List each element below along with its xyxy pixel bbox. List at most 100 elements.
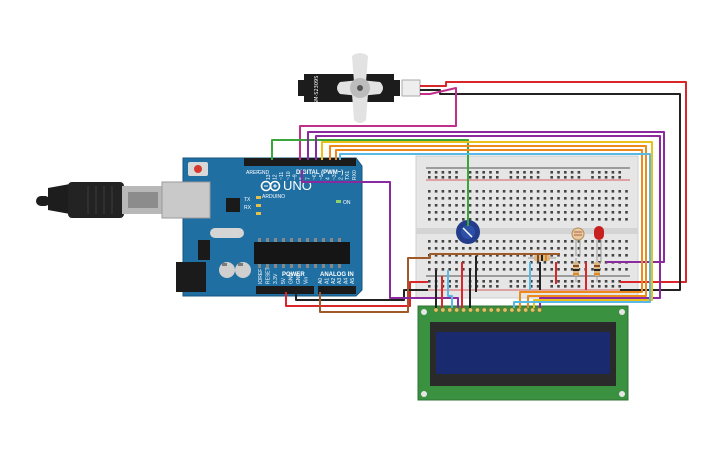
breadboard-hole[interactable] (530, 247, 533, 250)
resistor[interactable] (573, 258, 579, 282)
breadboard-hole[interactable] (523, 247, 526, 250)
breadboard-hole[interactable] (550, 285, 553, 288)
breadboard-hole[interactable] (523, 171, 526, 174)
breadboard-hole[interactable] (434, 197, 438, 200)
breadboard-hole[interactable] (523, 280, 526, 283)
breadboard-hole[interactable] (625, 247, 628, 250)
breadboard-hole[interactable] (604, 204, 608, 207)
breadboard-hole[interactable] (523, 204, 526, 207)
breadboard-hole[interactable] (618, 218, 621, 221)
breadboard-hole[interactable] (509, 261, 513, 264)
lcd-pin[interactable] (530, 307, 536, 313)
breadboard-hole[interactable] (570, 211, 574, 214)
breadboard-hole[interactable] (604, 211, 608, 214)
breadboard-hole[interactable] (577, 176, 581, 179)
breadboard-hole[interactable] (489, 204, 492, 207)
breadboard-hole[interactable] (482, 171, 485, 174)
breadboard-hole[interactable] (448, 261, 451, 264)
breadboard-hole[interactable] (496, 204, 499, 207)
breadboard-hole[interactable] (543, 261, 547, 264)
breadboard-hole[interactable] (577, 171, 581, 174)
breadboard-hole[interactable] (564, 171, 567, 174)
breadboard-hole[interactable] (570, 268, 574, 271)
breadboard-hole[interactable] (455, 268, 458, 271)
breadboard-hole[interactable] (530, 204, 533, 207)
breadboard-hole[interactable] (516, 285, 519, 288)
breadboard-hole[interactable] (604, 280, 608, 283)
breadboard-hole[interactable] (434, 261, 438, 264)
breadboard-hole[interactable] (584, 211, 587, 214)
breadboard-hole[interactable] (448, 211, 451, 214)
breadboard-hole[interactable] (536, 240, 540, 243)
lcd-pin[interactable] (502, 307, 508, 313)
breadboard-hole[interactable] (564, 240, 567, 243)
breadboard-hole[interactable] (496, 254, 499, 257)
breadboard-hole[interactable] (598, 240, 601, 243)
breadboard-hole[interactable] (482, 176, 485, 179)
breadboard-hole[interactable] (502, 218, 506, 221)
breadboard-hole[interactable] (564, 218, 567, 221)
breadboard-hole[interactable] (570, 280, 574, 283)
breadboard-hole[interactable] (577, 204, 581, 207)
breadboard-hole[interactable] (598, 211, 601, 214)
breadboard-hole[interactable] (509, 268, 513, 271)
breadboard-hole[interactable] (502, 197, 506, 200)
breadboard-hole[interactable] (523, 197, 526, 200)
breadboard-hole[interactable] (523, 268, 526, 271)
breadboard-hole[interactable] (502, 190, 506, 193)
breadboard-hole[interactable] (462, 211, 465, 214)
breadboard-hole[interactable] (496, 171, 499, 174)
breadboard-hole[interactable] (536, 268, 540, 271)
breadboard-hole[interactable] (564, 190, 567, 193)
breadboard-hole[interactable] (611, 204, 615, 207)
breadboard-hole[interactable] (530, 190, 533, 193)
breadboard-hole[interactable] (536, 197, 540, 200)
breadboard-hole[interactable] (550, 280, 553, 283)
breadboard-hole[interactable] (523, 211, 526, 214)
breadboard-hole[interactable] (598, 218, 601, 221)
breadboard-hole[interactable] (618, 176, 621, 179)
servo-motor[interactable]: SM-S2309S (298, 53, 421, 123)
lcd-pin[interactable] (474, 307, 480, 313)
breadboard-hole[interactable] (434, 211, 438, 214)
breadboard-hole[interactable] (584, 197, 587, 200)
breadboard-hole[interactable] (611, 190, 615, 193)
breadboard-hole[interactable] (584, 218, 587, 221)
breadboard-hole[interactable] (570, 176, 574, 179)
breadboard-hole[interactable] (584, 204, 587, 207)
breadboard-hole[interactable] (434, 190, 438, 193)
breadboard-hole[interactable] (523, 218, 526, 221)
breadboard-hole[interactable] (468, 211, 472, 214)
breadboard-hole[interactable] (434, 204, 438, 207)
resistor[interactable] (528, 255, 556, 261)
breadboard-hole[interactable] (482, 268, 485, 271)
breadboard-hole[interactable] (591, 254, 594, 257)
breadboard-hole[interactable] (550, 197, 553, 200)
breadboard[interactable] (415, 155, 639, 299)
breadboard-hole[interactable] (428, 211, 431, 214)
lcd-pin[interactable] (523, 307, 529, 313)
breadboard-hole[interactable] (618, 171, 621, 174)
breadboard-hole[interactable] (482, 190, 485, 193)
breadboard-hole[interactable] (489, 176, 492, 179)
breadboard-hole[interactable] (502, 204, 506, 207)
breadboard-hole[interactable] (489, 280, 492, 283)
breadboard-hole[interactable] (611, 176, 615, 179)
breadboard-hole[interactable] (441, 204, 445, 207)
breadboard-hole[interactable] (570, 254, 574, 257)
breadboard-hole[interactable] (482, 285, 485, 288)
breadboard-hole[interactable] (611, 247, 615, 250)
breadboard-hole[interactable] (428, 280, 431, 283)
breadboard-hole[interactable] (577, 218, 581, 221)
breadboard-hole[interactable] (530, 254, 533, 257)
breadboard-hole[interactable] (509, 171, 513, 174)
breadboard-hole[interactable] (475, 171, 479, 174)
breadboard-hole[interactable] (536, 285, 540, 288)
breadboard-hole[interactable] (591, 280, 594, 283)
breadboard-hole[interactable] (577, 261, 581, 264)
breadboard-hole[interactable] (530, 211, 533, 214)
breadboard-hole[interactable] (536, 247, 540, 250)
breadboard-hole[interactable] (496, 218, 499, 221)
breadboard-hole[interactable] (598, 247, 601, 250)
breadboard-hole[interactable] (468, 197, 472, 200)
